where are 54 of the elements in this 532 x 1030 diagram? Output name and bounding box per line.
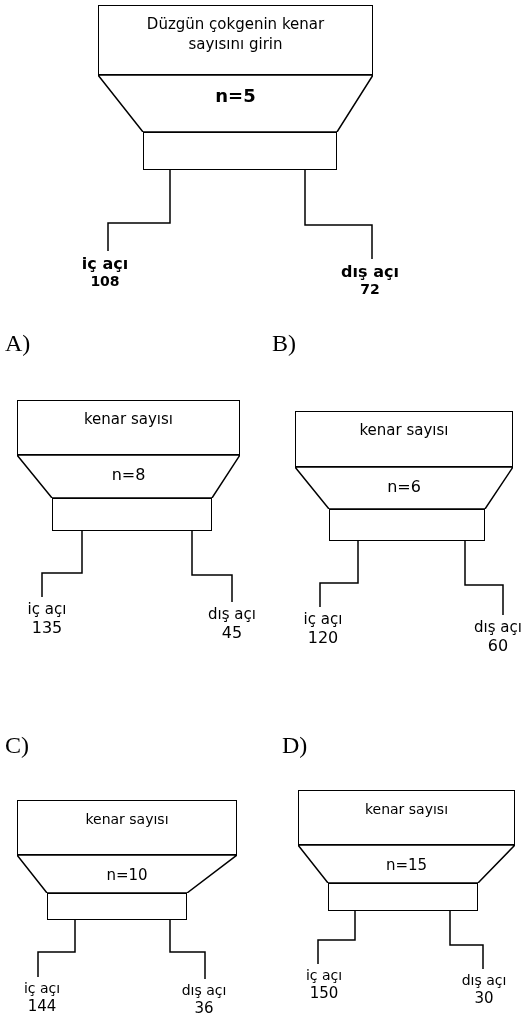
angle-label: iç açı [23, 980, 61, 997]
angle-label: iç açı [305, 967, 343, 984]
angle-label: dış açı [208, 605, 256, 623]
angle-label: dış açı [474, 618, 522, 636]
input-box [17, 400, 240, 455]
connector-line [317, 910, 356, 965]
connector-line [107, 169, 171, 252]
n-value: n=5 [215, 85, 256, 106]
output-box [329, 509, 485, 541]
input-box [295, 411, 513, 467]
n-value: n=8 [111, 465, 146, 484]
option-label: A) [5, 330, 31, 357]
option-label: C) [5, 732, 29, 759]
angle-value: 150 [309, 983, 339, 1002]
output-box [328, 883, 478, 911]
angle-label: iç açı [81, 254, 129, 274]
angle-value: 108 [90, 273, 120, 290]
connector-line [41, 530, 83, 598]
input-box [98, 5, 373, 75]
angle-value: 120 [307, 628, 339, 648]
connector-line [304, 169, 373, 260]
angle-label: iç açı [27, 600, 67, 618]
output-box [52, 498, 212, 531]
prompt-text: kenar sayısı [364, 800, 449, 819]
angle-value: 72 [360, 281, 380, 298]
angle-value: 135 [31, 618, 63, 638]
angle-label: dış açı [461, 972, 507, 989]
connector-line [37, 919, 76, 978]
prompt-text: kenar sayısı [85, 810, 169, 829]
option-label: B) [272, 330, 296, 357]
prompt-text: Düzgün çokgenin kenar sayısını girin [145, 14, 326, 55]
output-box [47, 893, 187, 920]
connector-line [169, 919, 206, 980]
option-label: D) [282, 732, 308, 759]
connector-line [319, 540, 359, 608]
input-box [298, 790, 515, 845]
n-value: n=6 [387, 477, 421, 496]
n-value: n=10 [106, 866, 148, 884]
angle-value: 45 [221, 623, 243, 643]
angle-value: 60 [487, 636, 509, 656]
connector-line [191, 530, 233, 603]
input-box [17, 800, 237, 855]
angle-value: 36 [194, 998, 214, 1017]
angle-label: dış açı [341, 262, 399, 282]
n-value: n=15 [385, 856, 428, 874]
prompt-text: kenar sayısı [83, 409, 174, 430]
connector-line [464, 540, 504, 616]
connector-line [449, 910, 484, 970]
angle-value: 30 [474, 988, 494, 1007]
prompt-text: kenar sayısı [359, 420, 449, 441]
output-box [143, 132, 337, 170]
angle-label: dış açı [181, 982, 227, 999]
angle-value: 144 [27, 996, 57, 1015]
angle-label: iç açı [303, 610, 343, 628]
